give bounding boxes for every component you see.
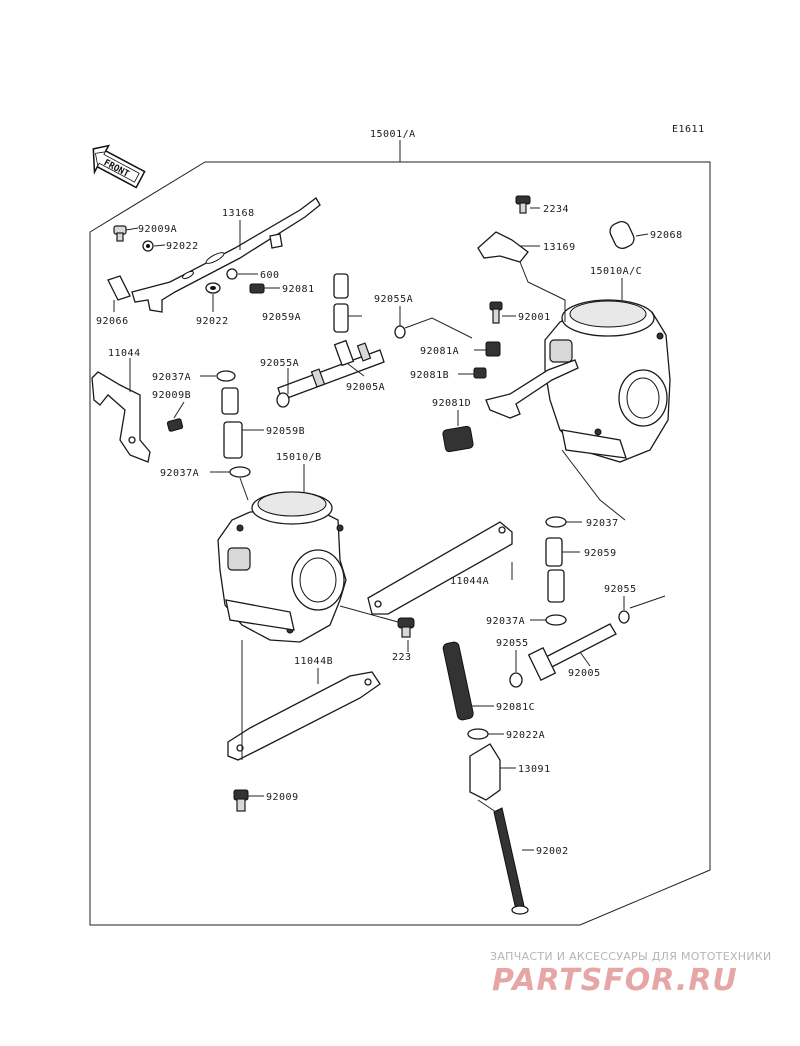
label-92009: 92009 [266,792,299,803]
leader-lines [113,207,666,851]
spring-92081 [249,283,265,294]
bolt-92009 [233,789,249,812]
spring-92081A [485,341,501,357]
label-13169: 13169 [543,242,576,253]
label-92055-low: 92055 [496,638,529,649]
tube-92059-lower [547,569,565,603]
label-600: 600 [260,270,280,281]
clip-92037A-top [216,370,236,382]
label-92068: 92068 [650,230,683,241]
front-arrow-icon: FRONT [92,144,146,189]
clip-92037 [545,516,567,528]
label-92005A: 92005A [346,382,385,393]
part-labels: 92009A 13168 92022 600 92081 92066 92022… [96,204,683,857]
label-13091: 13091 [518,764,551,775]
label-92001: 92001 [518,312,551,323]
bracket-11044A [367,521,513,615]
tube-92059B-upper [221,387,239,415]
label-92081D: 92081D [432,398,471,409]
label-main-assembly: 15001/A [370,129,416,140]
tube-92059-upper [545,537,563,567]
clip-92037A-mid [229,466,251,478]
label-15010AC: 15010A/C [590,266,642,277]
oring-92055 [618,610,630,624]
label-15010B: 15010/B [276,452,322,463]
label-92002: 92002 [536,846,569,857]
label-13168: 13168 [222,208,255,219]
label-92022A: 92022A [506,730,545,741]
ball-600 [226,268,238,280]
label-11044: 11044 [108,348,141,359]
label-92059A: 92059A [262,312,301,323]
plate-92066 [107,275,131,301]
watermark-logo: PARTSFOR.RU [492,963,738,998]
oring-92055-low [509,672,523,688]
fuel-tee-92005 [527,623,617,681]
label-92009B: 92009B [152,390,191,401]
label-92037A-mid: 92037A [160,468,199,479]
screw-223 [397,617,415,638]
label-92059B: 92059B [266,426,305,437]
cap-92068 [609,220,635,250]
bolt-92009A [113,225,127,242]
label-92055A-left: 92055A [260,358,299,369]
label-92081A: 92081A [420,346,459,357]
label-92005: 92005 [568,668,601,679]
spring-92081C [442,641,474,721]
diagram-code: E1611 [672,124,705,135]
label-92059: 92059 [584,548,617,559]
label-92037A-low: 92037A [486,616,525,627]
washer-92022-top-hole [146,244,150,248]
tube-92059B-lower [223,421,243,459]
label-92081: 92081 [282,284,315,295]
watermark-tagline: ЗАПЧАСТИ И АКСЕССУАРЫ ДЛЯ МОТОТЕХНИКИ [490,950,772,963]
label-223: 223 [392,652,412,663]
screw-92002 [493,807,529,915]
spring-92081D [442,425,474,453]
oring-92055A-left [276,392,290,408]
link-rod [485,359,579,419]
label-92066: 92066 [96,316,129,327]
carburetor-15010AC [544,299,671,463]
label-92037: 92037 [586,518,619,529]
oring-92055A-top [394,325,406,339]
bracket-11044B [227,671,381,761]
label-92022-top: 92022 [166,241,199,252]
carburetor-15010B [217,491,347,643]
label-92055A-top: 92055A [374,294,413,305]
spring-92081B [473,367,487,379]
label-92081C: 92081C [496,702,535,713]
bracket-13168 [131,197,321,313]
label-92055: 92055 [604,584,637,595]
bolt-92009B [166,418,184,432]
label-2234: 2234 [543,204,569,215]
label-92081B: 92081B [410,370,449,381]
nut-92022A [467,728,489,740]
washer-hole [210,286,216,290]
holder-13169 [477,231,529,263]
label-92009A: 92009A [138,224,177,235]
label-92022-bot: 92022 [196,316,229,327]
tube-92059A [333,273,349,333]
label-92037A-top: 92037A [152,372,191,383]
bracket-11044 [91,371,151,463]
screw-92001 [489,301,503,324]
label-11044A: 11044A [450,576,489,587]
knob-13091 [469,743,501,801]
fuel-tee-92005A [277,339,385,401]
assembly-frame [89,140,711,926]
label-11044B: 11044B [294,656,333,667]
screw-2234 [515,195,531,214]
clip-92037A-low [545,614,567,626]
